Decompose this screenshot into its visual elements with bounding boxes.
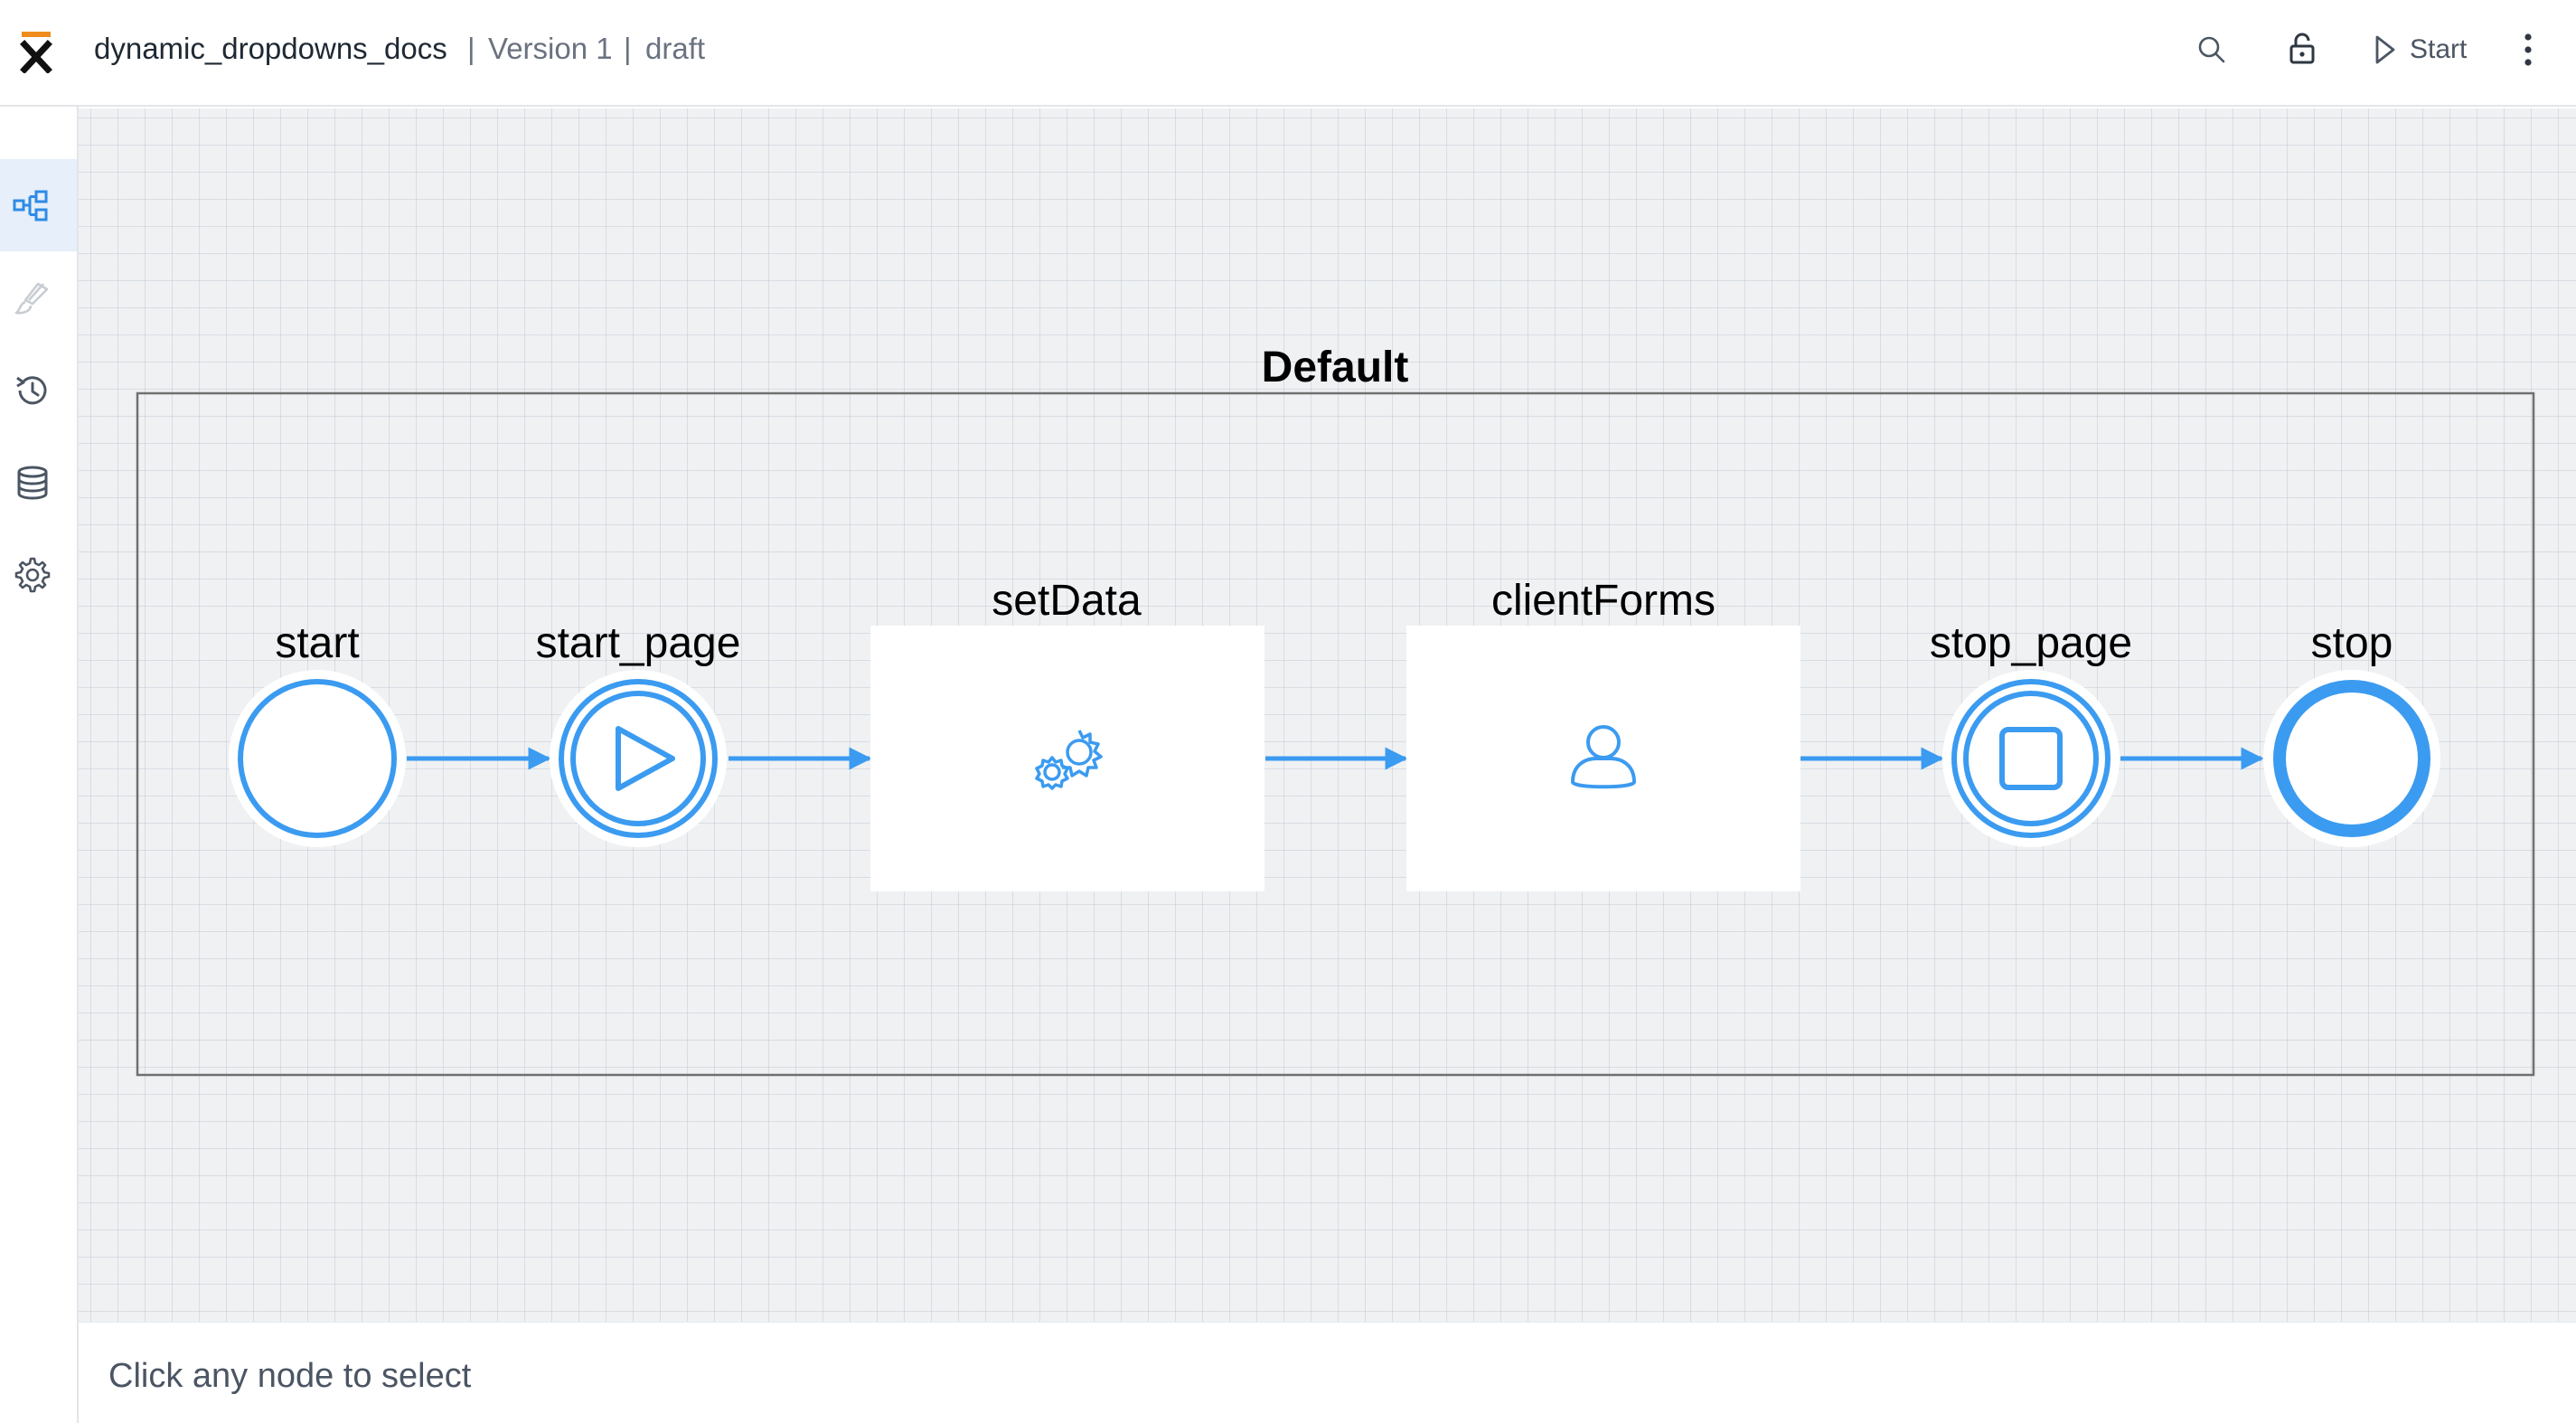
node-start[interactable]: start (229, 619, 406, 847)
node-label: setData (992, 577, 1142, 625)
node-set-data[interactable]: setData (870, 577, 1264, 891)
gear-icon (14, 557, 51, 593)
sidebar-item-data-model[interactable] (0, 436, 77, 528)
node-start-page[interactable]: start_page (536, 619, 741, 847)
process-canvas[interactable]: Default start start_page setData (79, 108, 2576, 1322)
process-name: dynamic_dropdowns_docs (94, 32, 447, 65)
search-icon[interactable] (2196, 34, 2227, 65)
node-label: stop (2311, 619, 2393, 667)
process-diagram: Default start start_page setData (136, 344, 2535, 1077)
sidebar-item-history[interactable] (0, 344, 77, 436)
brush-icon (14, 282, 49, 315)
lock-open-icon[interactable] (2289, 33, 2316, 65)
swimlane-default[interactable]: Default (136, 344, 2535, 1077)
title-separator: | (467, 32, 475, 65)
status-bar: Click any node to select (79, 1322, 2576, 1423)
node-label: start_page (536, 619, 741, 667)
status-label: draft (645, 32, 706, 65)
version-label[interactable]: Version 1 (488, 32, 613, 65)
top-bar: dynamic_dropdowns_docs | Version 1 | dra… (0, 0, 2576, 107)
sidebar-item-settings[interactable] (0, 528, 77, 620)
stop-square-icon (1999, 727, 2063, 790)
database-icon (17, 466, 48, 500)
sidebar-item-process-diagram[interactable] (0, 159, 77, 251)
user-icon (1571, 725, 1636, 789)
history-icon (16, 376, 47, 405)
node-label: start (275, 619, 359, 667)
node-label: stop_page (1930, 619, 2132, 667)
selection-hint: Click any node to select (108, 1357, 472, 1395)
start-button[interactable]: Start (2363, 27, 2484, 72)
node-stop-page[interactable]: stop_page (1930, 619, 2132, 847)
more-vertical-icon[interactable] (2522, 32, 2534, 68)
node-stop[interactable]: stop (2263, 619, 2440, 847)
process-diagram-icon (13, 190, 48, 221)
title-separator: | (624, 32, 632, 65)
play-icon (2375, 35, 2395, 64)
sidebar (0, 107, 79, 1423)
play-icon (616, 726, 675, 791)
app-logo (20, 32, 52, 73)
start-button-label: Start (2410, 34, 2468, 64)
node-label: clientForms (1491, 577, 1716, 625)
swimlane-title: Default (1262, 344, 1409, 391)
node-client-forms[interactable]: clientForms (1406, 577, 1800, 891)
gears-icon (1035, 730, 1103, 790)
sidebar-item-edit[interactable] (0, 251, 77, 344)
